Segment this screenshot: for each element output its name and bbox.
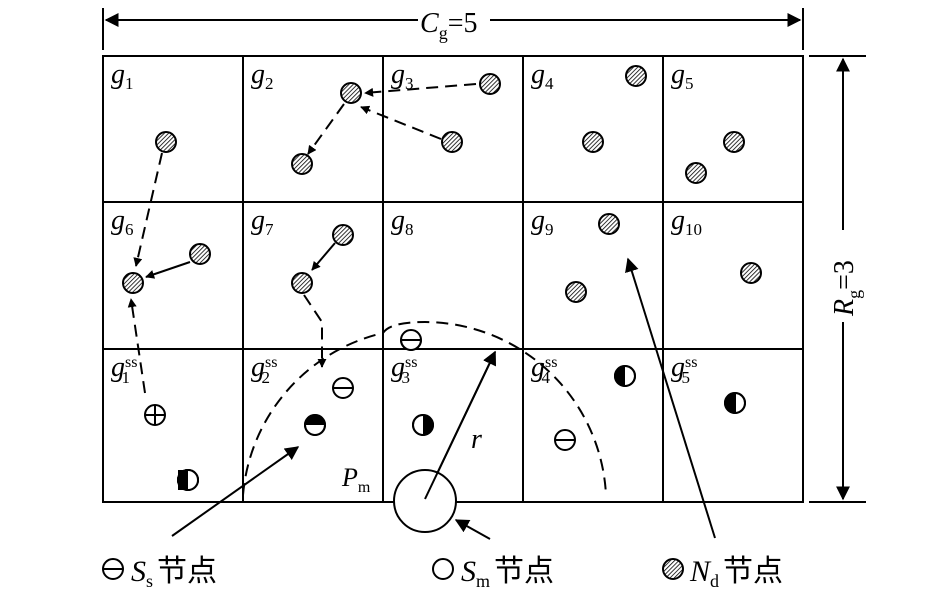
- region-label: Pm: [341, 463, 371, 496]
- nd-node: [189, 243, 211, 265]
- ss-node: [724, 392, 746, 414]
- route-arrow: [364, 83, 477, 97]
- ss-node: [304, 414, 326, 436]
- nd-node-icon: [662, 558, 684, 580]
- nd-node: [122, 272, 144, 294]
- route-arrow: [307, 103, 345, 155]
- nd-node: [582, 131, 604, 153]
- right-dimension: Rg=3: [809, 55, 866, 503]
- ss-node: [554, 429, 576, 451]
- cell-label: g8: [391, 205, 414, 239]
- ss-node: [144, 404, 166, 426]
- cell-label: g2: [251, 59, 274, 93]
- sm-node-icon: [432, 558, 454, 580]
- nd-node: [479, 73, 501, 95]
- route-arrow: [360, 105, 442, 140]
- route-arrow: [127, 298, 146, 394]
- nd-node: [625, 65, 647, 87]
- route-arrow: [145, 261, 191, 279]
- communication-range-arc: [242, 320, 607, 496]
- route-arrow: [133, 152, 163, 267]
- cell-label: g3: [391, 59, 414, 93]
- sm-node: [393, 469, 457, 533]
- ss-node: [412, 414, 434, 436]
- rg-label: Rg=3: [829, 260, 864, 317]
- ss-node-icon: [102, 558, 124, 580]
- cell-label: g7: [251, 205, 274, 239]
- nd-node: [565, 281, 587, 303]
- grid: [102, 55, 804, 503]
- nd-node: [291, 153, 313, 175]
- cell-label: g6: [111, 205, 134, 239]
- sm-pointer-arrow: [454, 519, 491, 540]
- radius-arrow-overlay: [424, 350, 496, 500]
- ss-node: [332, 377, 354, 399]
- radius-label: r: [471, 424, 482, 455]
- nd-nodes: [122, 65, 762, 303]
- nd-pointer-arrow: [625, 257, 716, 539]
- ss-node: [614, 365, 636, 387]
- cg-label: Cg=5: [420, 8, 477, 43]
- cell-label: g4: [531, 59, 554, 93]
- ss-pointer-arrow: [171, 446, 300, 537]
- routing-arrows: [127, 83, 477, 394]
- nd-node: [332, 224, 354, 246]
- top-dimension: Cg=5: [102, 8, 804, 50]
- grid-outline: [102, 55, 804, 503]
- nd-node: [441, 131, 463, 153]
- nd-node: [598, 213, 620, 235]
- nd-node: [740, 262, 762, 284]
- route-arrow: [303, 294, 327, 368]
- nd-node: [685, 162, 707, 184]
- cell-label: g9: [531, 205, 554, 239]
- nd-node: [340, 82, 362, 104]
- cell-label: g5: [671, 59, 694, 93]
- route-arrow: [311, 242, 336, 271]
- ss-node: [400, 329, 422, 351]
- cell-label: g10: [671, 205, 702, 239]
- ss-nodes: [144, 329, 746, 491]
- ss-node: [177, 469, 199, 491]
- nd-node: [291, 272, 313, 294]
- nd-node: [723, 131, 745, 153]
- nd-node: [155, 131, 177, 153]
- cell-label: g1: [111, 59, 134, 93]
